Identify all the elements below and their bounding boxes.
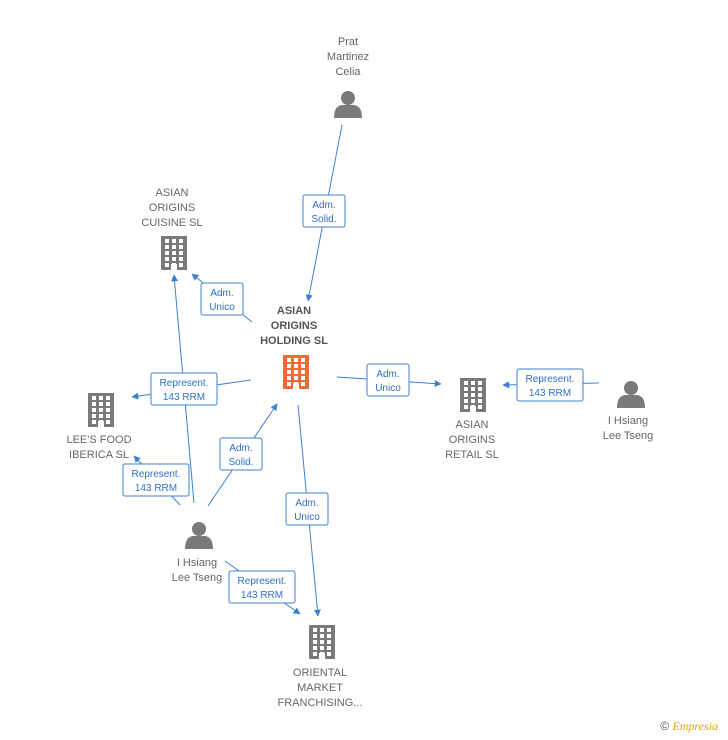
person-icon (185, 522, 213, 549)
person-icon (617, 381, 645, 408)
edge-label-text: Represent. (238, 576, 287, 587)
edge-holding-retail: Adm. Unico (336, 363, 442, 397)
edge-label-text: Adm. (312, 200, 335, 211)
edge-label-text: Unico (294, 512, 320, 523)
edge-ihsiangL-holding: Adm. Solid. (207, 403, 278, 507)
edge-label-text: Solid. (228, 457, 253, 468)
edge-label-box[interactable]: Represent. 143 RRM (150, 372, 218, 406)
building-icon (161, 236, 187, 270)
building-icon (283, 355, 309, 389)
building-icon (460, 378, 486, 412)
person-icon (334, 91, 362, 118)
node-retail[interactable]: ASIAN ORIGINS RETAIL SL (445, 378, 499, 461)
edge-label-text: Represent. (160, 378, 209, 389)
edge-label-text: Adm. (295, 498, 318, 509)
edge-label-text: Solid. (311, 214, 336, 225)
edge-label-text: 143 RRM (241, 590, 283, 601)
node-holding[interactable]: ASIAN ORIGINS HOLDING SL (260, 305, 328, 389)
edge-label-box[interactable]: Represent. 143 RRM (516, 368, 584, 402)
edge-holding-lees: Represent. 143 RRM (131, 372, 252, 406)
edge-label-box[interactable]: Adm. Unico (366, 363, 410, 397)
edge-ihsiangL-lees: Represent. 143 RRM (122, 455, 190, 506)
edge-label-box[interactable]: Represent. 143 RRM (122, 463, 190, 497)
node-label: RETAIL SL (445, 449, 499, 461)
node-label: ASIAN (277, 305, 311, 317)
node-label: MARKET (297, 682, 343, 694)
node-label: IBERICA SL (69, 449, 129, 461)
building-icon (88, 393, 114, 427)
edge-label-text: 143 RRM (135, 483, 177, 494)
edge-label-text: 143 RRM (163, 392, 205, 403)
edge-label-text: Unico (375, 383, 401, 394)
edge-prat-holding: Adm. Solid. (302, 124, 346, 302)
edge-label-text: Represent. (132, 469, 181, 480)
edge-label-text: Represent. (526, 374, 575, 385)
edge-label-box[interactable]: Adm. Solid. (302, 194, 346, 228)
node-label: Lee Tseng (603, 430, 654, 442)
edge-ihsiangR-retail: Represent. 143 RRM (502, 368, 600, 402)
node-cuisine[interactable]: ASIAN ORIGINS CUISINE SL (141, 187, 203, 270)
edge-label-text: Adm. (376, 369, 399, 380)
edge-holding-cuisine: Adm. Unico (191, 273, 253, 323)
node-label: ORIGINS (271, 320, 317, 332)
node-label: HOLDING SL (260, 335, 328, 347)
edge-label-box[interactable]: Adm. Solid. (219, 437, 263, 471)
edge-label-text: Unico (209, 302, 235, 313)
building-icon (309, 625, 335, 659)
node-label: I Hsiang (608, 415, 648, 427)
node-label: Martinez (327, 51, 369, 63)
node-label: LEE'S FOOD (66, 434, 131, 446)
edge-label-text: Adm. (210, 288, 233, 299)
footer: © Empresia (660, 719, 718, 734)
node-label: Celia (335, 66, 361, 78)
node-label: FRANCHISING... (278, 697, 363, 709)
edge-label-box[interactable]: Represent. 143 RRM (228, 570, 296, 604)
node-label: I Hsiang (177, 557, 217, 569)
edge-ihsiangL-oriental: Represent. 143 RRM (224, 560, 301, 615)
edge-holding-oriental: Adm. Unico (285, 404, 329, 617)
edge-label-box[interactable]: Adm. Unico (200, 282, 244, 316)
node-label: ORIGINS (149, 202, 195, 214)
edge-label-box[interactable]: Adm. Unico (285, 492, 329, 526)
edge-label-text: 143 RRM (529, 388, 571, 399)
edge-label-text: Adm. (229, 443, 252, 454)
node-lees[interactable]: LEE'S FOOD IBERICA SL (66, 393, 132, 461)
node-oriental[interactable]: ORIENTAL MARKET FRANCHISING... (278, 625, 363, 709)
node-label: ORIENTAL (293, 667, 347, 679)
node-label: ORIGINS (449, 434, 495, 446)
brand-logo: Empresia (672, 719, 718, 733)
node-label: ASIAN (155, 187, 188, 199)
node-label: Prat (338, 36, 358, 48)
copyright-symbol: © (660, 719, 670, 733)
node-label: CUISINE SL (141, 217, 202, 229)
node-label: ASIAN (455, 419, 488, 431)
node-label: Lee Tseng (172, 572, 223, 584)
